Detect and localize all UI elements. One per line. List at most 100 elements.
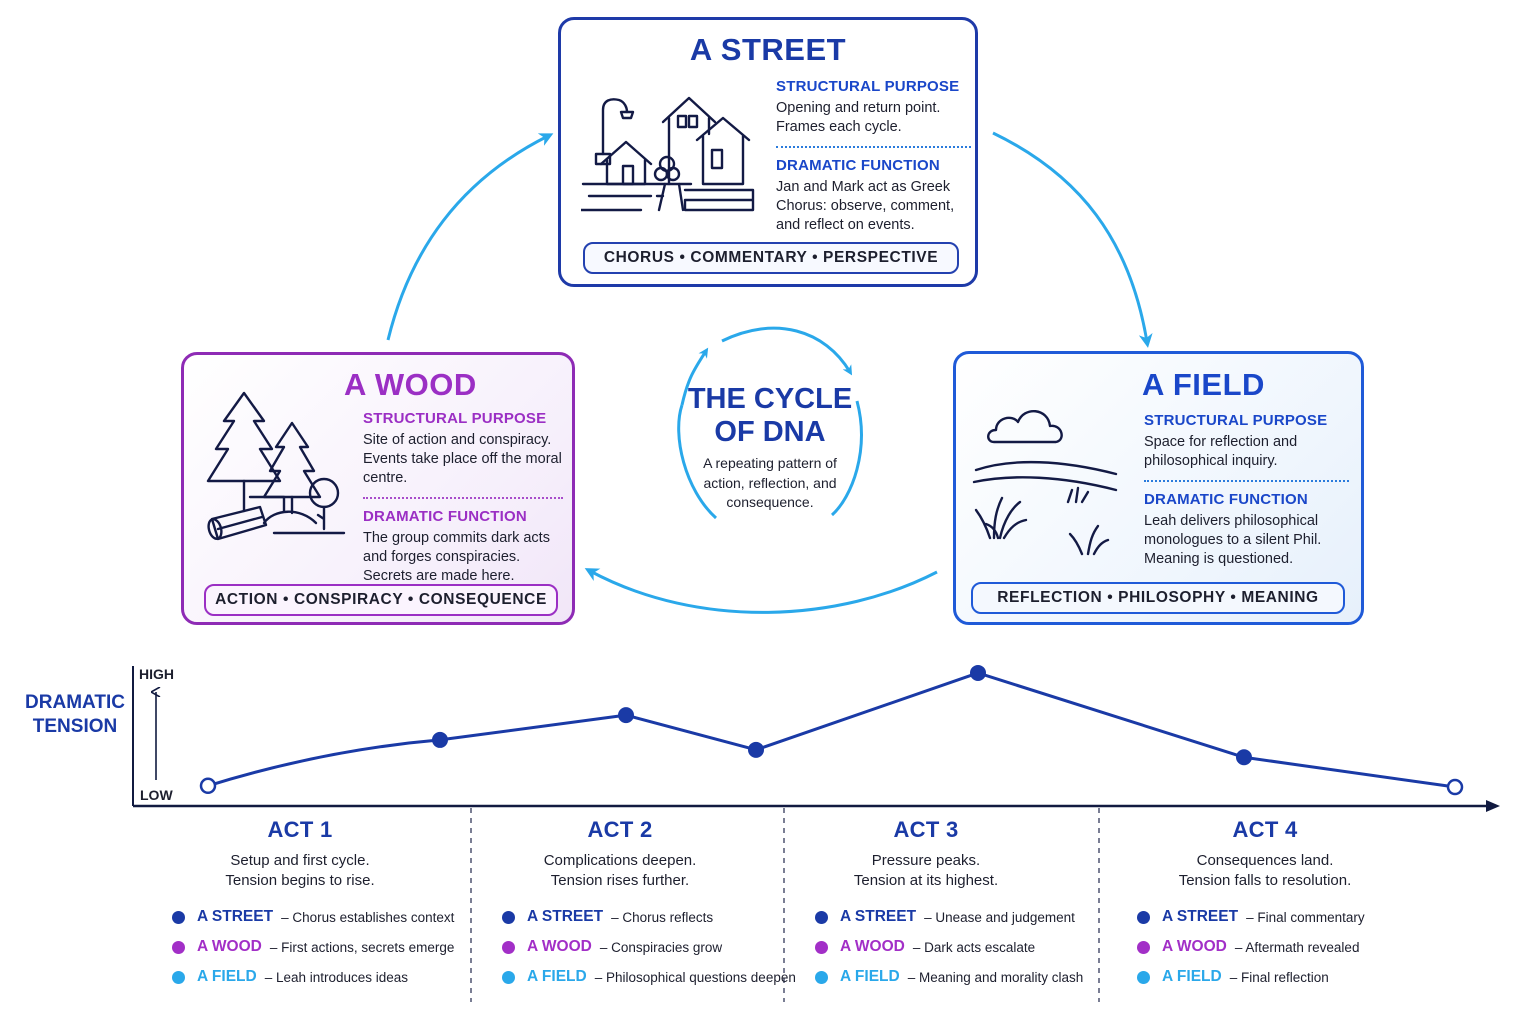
street-houses-icon — [581, 96, 755, 212]
legend-note: – Philosophical questions deepen — [594, 969, 796, 985]
act-title: ACT 2 — [587, 817, 653, 842]
arrow-field-to-wood — [584, 568, 938, 614]
act-desc-line: Tension falls to resolution. — [1178, 872, 1352, 889]
cycle-title-line1: THE CYCLE — [687, 383, 853, 415]
high-tick-label: HIGH — [139, 666, 174, 682]
legend-place: A STREET — [197, 908, 274, 925]
act-desc-line: Pressure peaks. — [871, 852, 981, 869]
tension-point — [432, 731, 448, 748]
field-cloud-grass-icon — [972, 410, 1118, 556]
legend-note: – Chorus reflects — [611, 909, 714, 925]
tension-point — [1446, 778, 1464, 796]
act-desc-line: Complications deepen. — [543, 852, 697, 869]
act-4: ACT 4 Consequences land. Tension falls t… — [1115, 817, 1415, 891]
wood-dot-icon — [172, 940, 185, 954]
act-desc-line: Tension begins to rise. — [225, 872, 375, 889]
street-dot-icon — [815, 910, 828, 924]
act-1-legend: A STREET – Chorus establishes context A W… — [172, 902, 454, 992]
cycle-subtitle: A repeating pattern of action, reflectio… — [703, 455, 837, 510]
legend-place: A WOOD — [197, 938, 262, 955]
act-1: ACT 1 Setup and first cycle. Tension beg… — [150, 817, 450, 891]
wood-dot-icon — [1137, 940, 1150, 954]
act-desc-line: Tension rises further. — [550, 872, 690, 889]
list-item: A WOOD – First actions, secrets emerge — [172, 932, 454, 962]
wood-info: STRUCTURAL PURPOSE Site of action and co… — [363, 410, 563, 586]
legend-note: – Chorus establishes context — [281, 909, 455, 925]
act-title: ACT 1 — [267, 817, 333, 842]
list-item: A WOOD – Conspiracies grow — [502, 932, 796, 962]
field-dot-icon — [502, 970, 515, 984]
list-item: A STREET – Final commentary — [1137, 902, 1365, 932]
act-desc-line: Setup and first cycle. — [230, 852, 370, 869]
legend-place: A STREET — [527, 908, 604, 925]
act-desc: Setup and first cycle. Tension begins to… — [150, 851, 450, 891]
tension-line — [207, 671, 1456, 789]
field-purpose-label: STRUCTURAL PURPOSE — [1144, 412, 1328, 429]
legend-note: – Aftermath revealed — [1234, 939, 1360, 955]
legend-place: A FIELD — [197, 968, 257, 985]
wood-function-label: DRAMATIC FUNCTION — [363, 508, 527, 525]
tension-point — [970, 664, 986, 681]
field-dot-icon — [1137, 970, 1150, 984]
wood-tags: ACTION • CONSPIRACY • CONSEQUENCE — [204, 584, 558, 616]
legend-note: – First actions, secrets emerge — [269, 939, 455, 955]
card-field: A FIELD STRUCTURAL PURPOSE Space for ref… — [953, 351, 1364, 625]
arrow-street-to-field — [992, 131, 1153, 348]
list-item: A STREET – Chorus establishes context — [172, 902, 454, 932]
legend-place: A FIELD — [1162, 968, 1222, 985]
legend-place: A WOOD — [840, 938, 905, 955]
legend-place: A STREET — [840, 908, 917, 925]
legend-place: A STREET — [1162, 908, 1239, 925]
field-tags: REFLECTION • PHILOSOPHY • MEANING — [971, 582, 1345, 614]
field-purpose-text: Space for reflection and philosophical i… — [1144, 434, 1298, 469]
field-info: STRUCTURAL PURPOSE Space for reflection … — [1144, 412, 1349, 569]
street-function-text: Jan and Mark act as Greek Chorus: observ… — [776, 179, 955, 233]
legend-place: A FIELD — [840, 968, 900, 985]
tension-point — [618, 707, 634, 724]
forest-trees-icon — [206, 391, 346, 541]
street-dot-icon — [502, 910, 515, 924]
act-3: ACT 3 Pressure peaks. Tension at its hig… — [776, 817, 1076, 891]
card-street: A STREET STRUCTURAL PURPOSE Opening and … — [558, 17, 978, 287]
wood-dot-icon — [502, 940, 515, 954]
street-tags: CHORUS • COMMENTARY • PERSPECTIVE — [583, 242, 959, 274]
act-desc: Consequences land. Tension falls to reso… — [1115, 851, 1415, 891]
legend-note: – Final commentary — [1246, 909, 1365, 925]
legend-note: – Meaning and morality clash — [907, 969, 1084, 985]
street-dot-icon — [172, 910, 185, 924]
cycle-ring-left — [680, 347, 709, 406]
field-dot-icon — [815, 970, 828, 984]
street-purpose-text: Opening and return point. Frames each cy… — [776, 100, 941, 135]
legend-place: A FIELD — [527, 968, 587, 985]
tension-plot — [199, 664, 1464, 796]
divider — [363, 497, 563, 499]
act-title: ACT 4 — [1232, 817, 1298, 842]
legend-place: A WOOD — [527, 938, 592, 955]
wood-function-text: The group commits dark acts and forges c… — [363, 530, 550, 584]
act-2: ACT 2 Complications deepen. Tension rise… — [470, 817, 770, 891]
divider — [1144, 480, 1349, 482]
cycle-title: THE CYCLE OF DNA — [680, 383, 860, 449]
legend-note: – Dark acts escalate — [912, 939, 1036, 955]
low-tick-label: LOW — [140, 787, 173, 803]
street-function-label: DRAMATIC FUNCTION — [776, 157, 940, 174]
legend-note: – Conspiracies grow — [599, 939, 723, 955]
act-3-legend: A STREET– Unease and judgement A WOOD – D… — [815, 902, 1083, 992]
act-title: ACT 3 — [893, 817, 959, 842]
list-item: A FIELD – Meaning and morality clash — [815, 962, 1083, 992]
card-wood: A WOOD STRUCTURAL PURPOSE Site of action… — [181, 352, 575, 625]
wood-purpose-text: Site of action and conspiracy. Events ta… — [363, 432, 562, 486]
legend-note: – Leah introduces ideas — [264, 969, 409, 985]
cycle-ring-top — [721, 326, 853, 376]
act-desc-line: Consequences land. — [1196, 852, 1334, 869]
field-function-label: DRAMATIC FUNCTION — [1144, 491, 1308, 508]
y-axis-label-line2: TENSION — [32, 716, 118, 737]
list-item: A WOOD– Aftermath revealed — [1137, 932, 1365, 962]
list-item: A STREET – Chorus reflects — [502, 902, 796, 932]
list-item: A STREET– Unease and judgement — [815, 902, 1083, 932]
wood-title: A WOOD — [344, 367, 477, 402]
street-purpose-label: STRUCTURAL PURPOSE — [776, 78, 960, 95]
street-title: A STREET — [689, 32, 847, 67]
arrow-wood-to-street — [386, 133, 554, 341]
cycle-title-line2: OF DNA — [714, 416, 826, 448]
